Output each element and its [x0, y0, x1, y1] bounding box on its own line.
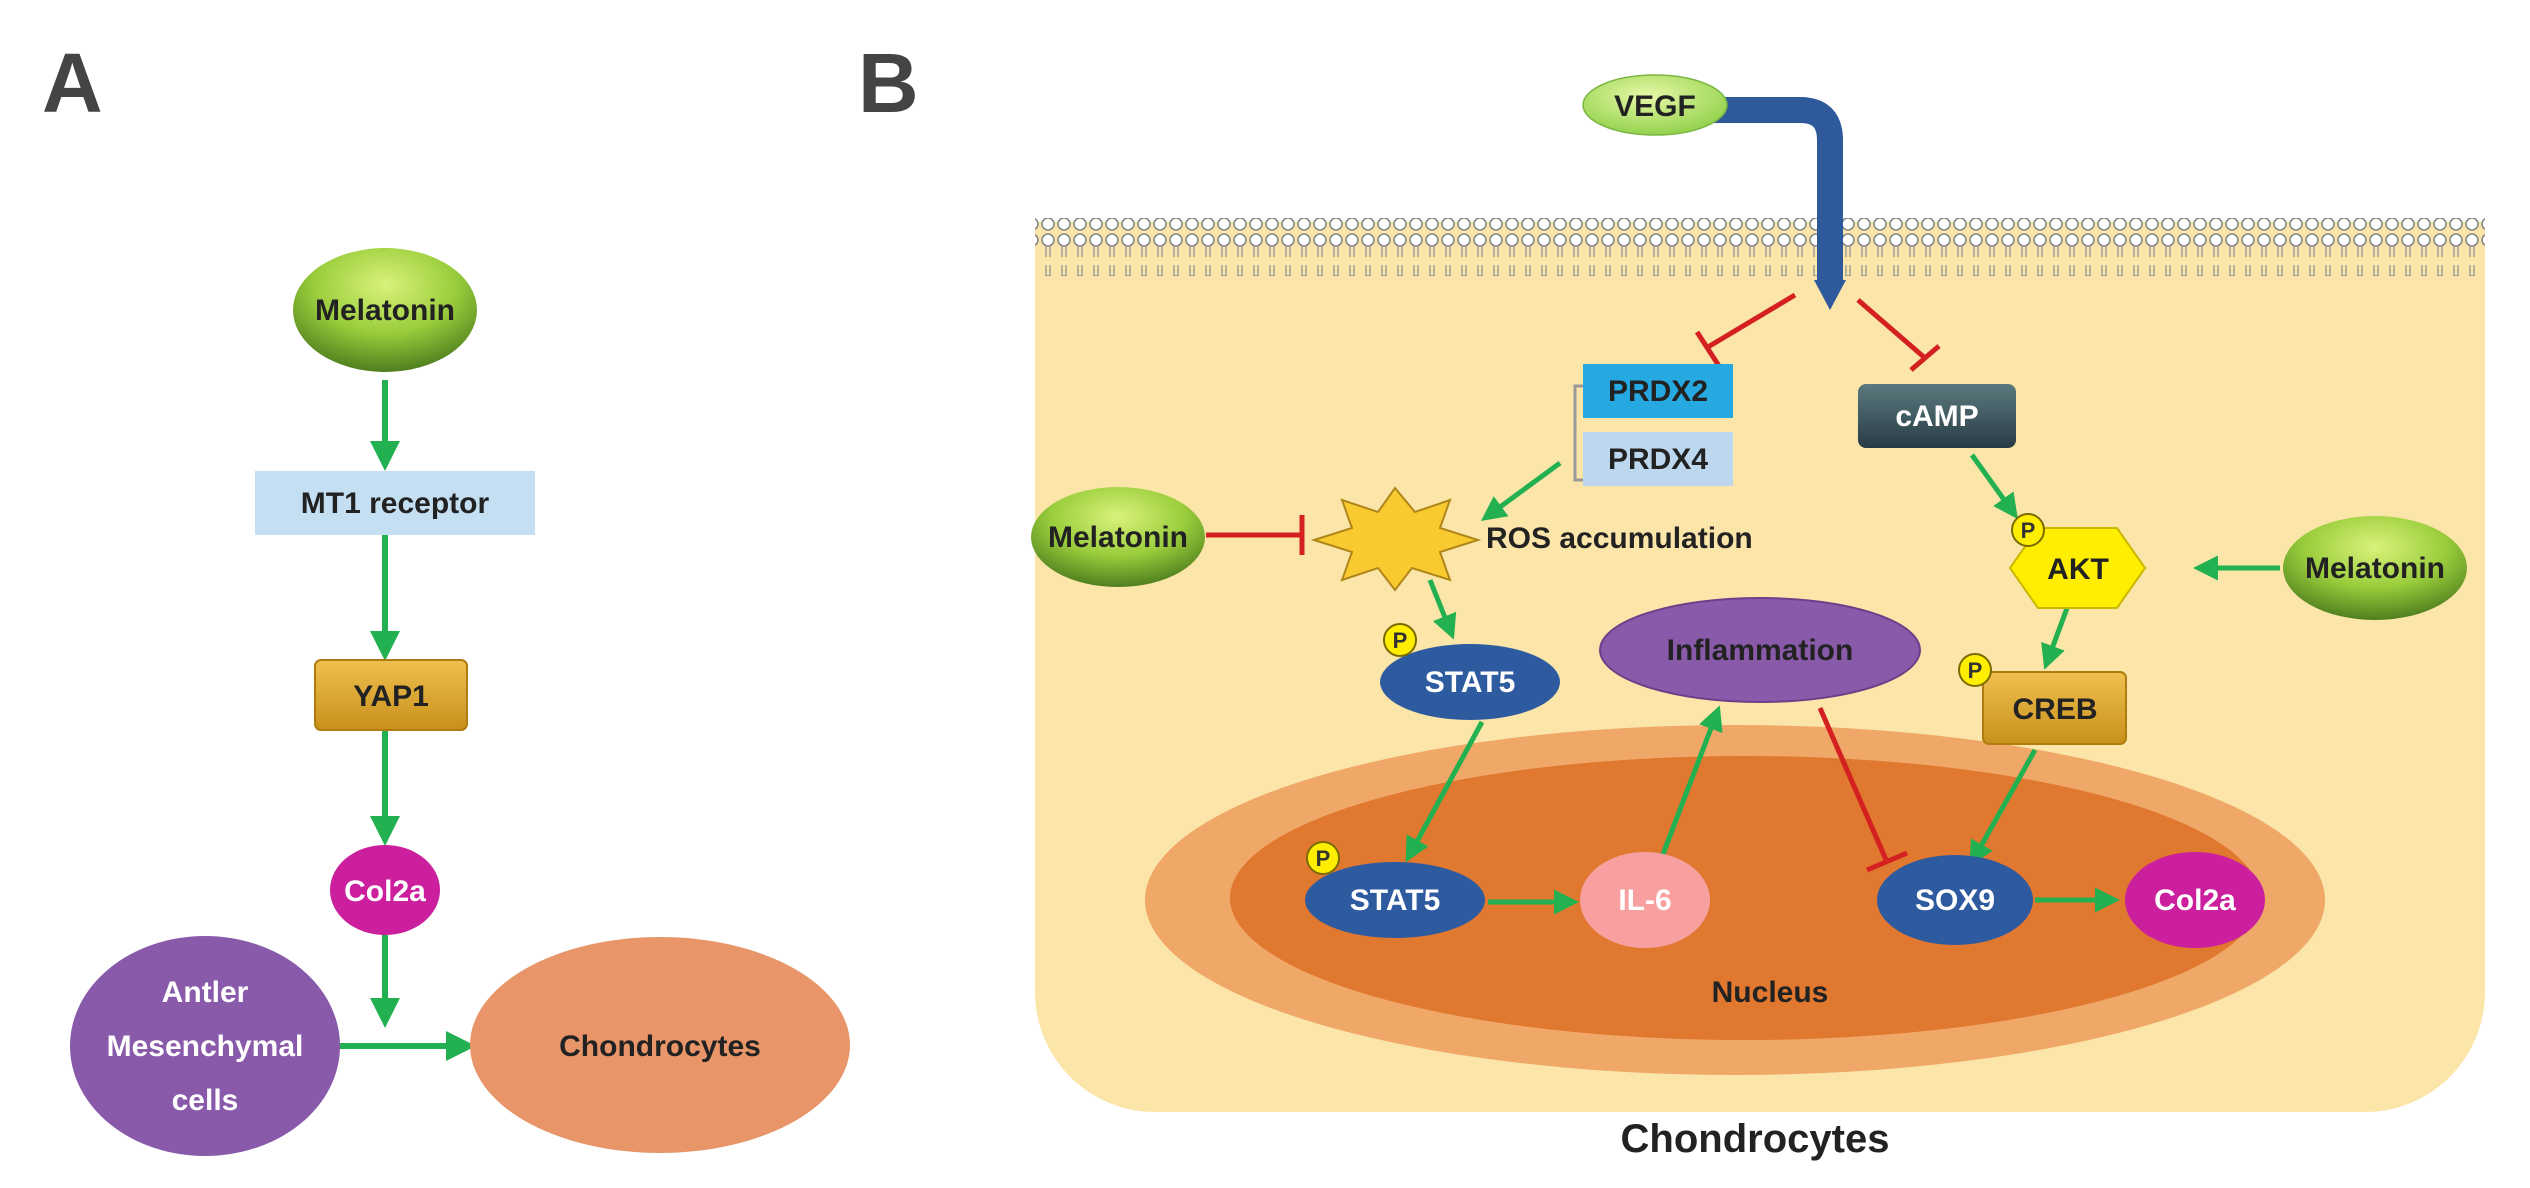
- prdx2-node: PRDX2: [1583, 364, 1733, 418]
- vegf-node: VEGF: [1582, 74, 1728, 136]
- camp-node: cAMP: [1858, 384, 2016, 448]
- akt-node: AKT: [2008, 527, 2147, 609]
- ros-burst: [1310, 486, 1482, 592]
- akt-phospho-badge: P: [2011, 513, 2045, 547]
- svg-text:Chondrocytes: Chondrocytes: [559, 1030, 761, 1063]
- svg-text:YAP1: YAP1: [353, 680, 429, 713]
- nucleus: Nucleus: [1145, 725, 2325, 1075]
- vegf-receptor-tip: [1814, 280, 1846, 310]
- mt1-receptor-node: MT1 receptor: [255, 471, 535, 535]
- il6-node: IL-6: [1580, 852, 1710, 948]
- svg-text:STAT5: STAT5: [1350, 884, 1441, 917]
- svg-text:PRDX2: PRDX2: [1608, 375, 1708, 408]
- inhibit-vegf-to-prdx: [1694, 292, 1797, 368]
- svg-text:cAMP: cAMP: [1895, 400, 1978, 433]
- svg-text:Antler: Antler: [162, 976, 249, 1009]
- arrow-camp-to-akt: [1969, 453, 2018, 520]
- cell-caption: Chondrocytes: [1621, 1117, 1890, 1161]
- inhibit-inflammation-to-sox9: [1817, 707, 1908, 873]
- stat5-nuc-phospho-badge: P: [1306, 841, 1340, 875]
- melatonin-left-node: Melatonin: [1031, 487, 1205, 587]
- svg-text:P: P: [2021, 518, 2036, 543]
- svg-text:Mesenchymal: Mesenchymal: [107, 1030, 304, 1063]
- svg-text:P: P: [1393, 628, 1408, 653]
- svg-text:SOX9: SOX9: [1915, 884, 1995, 917]
- antler-mesenchymal-cells-node: Antler Mesenchymal cells: [70, 936, 340, 1156]
- melatonin-node: Melatonin: [293, 248, 477, 372]
- ros-label: ROS accumulation: [1486, 522, 1753, 555]
- svg-text:cells: cells: [172, 1084, 239, 1117]
- svg-text:AKT: AKT: [2047, 553, 2109, 586]
- arrow-il6-to-inflammation: [1657, 705, 1723, 863]
- yap1-node: YAP1: [314, 659, 468, 731]
- cell-membrane: [1035, 218, 2485, 276]
- arrow-prdx-to-ros: [1480, 460, 1562, 521]
- svg-text:STAT5: STAT5: [1425, 666, 1516, 699]
- stat5-nuc-node: STAT5: [1305, 862, 1485, 938]
- svg-text:Col2a: Col2a: [2154, 884, 2236, 917]
- svg-text:Melatonin: Melatonin: [2305, 552, 2445, 585]
- svg-text:Col2a: Col2a: [344, 875, 426, 908]
- sox9-node: SOX9: [1877, 855, 2033, 945]
- arrow-stat5-cyto-to-nuc: [1405, 720, 1485, 863]
- svg-text:P: P: [1968, 658, 1983, 683]
- nucleus-label: Nucleus: [1712, 976, 1829, 1009]
- panel-b: B Nucleus VEGF: [858, 36, 2485, 1161]
- prdx4-node: PRDX4: [1583, 432, 1733, 486]
- arrow-creb-to-sox9: [1969, 748, 2038, 867]
- svg-text:IL-6: IL-6: [1618, 884, 1671, 917]
- svg-text:CREB: CREB: [2012, 693, 2097, 726]
- svg-text:PRDX4: PRDX4: [1608, 443, 1708, 476]
- svg-text:VEGF: VEGF: [1614, 90, 1696, 123]
- inhibit-vegf-to-camp: [1856, 298, 1941, 372]
- vegf-receptor: [1700, 97, 1843, 282]
- inflammation-node: Inflammation: [1599, 597, 1921, 703]
- melatonin-right-node: Melatonin: [2283, 516, 2467, 620]
- svg-text:Inflammation: Inflammation: [1667, 634, 1854, 667]
- stat5-cyto-phospho-badge: P: [1383, 623, 1417, 657]
- panel-a-letter: A: [42, 36, 103, 130]
- panel-b-letter: B: [858, 36, 919, 130]
- inhibit-melatonin-to-ros: [1206, 515, 1305, 555]
- arrow-akt-to-creb: [2041, 599, 2073, 670]
- col2a-b-node: Col2a: [2125, 852, 2265, 948]
- chondrocytes-node: Chondrocytes: [470, 937, 850, 1153]
- creb-node: CREB: [1982, 671, 2127, 745]
- stat5-cyto-node: STAT5: [1380, 644, 1560, 720]
- col2a-node: Col2a: [330, 845, 440, 935]
- svg-text:P: P: [1316, 846, 1331, 871]
- svg-text:Melatonin: Melatonin: [1048, 521, 1188, 554]
- svg-text:Melatonin: Melatonin: [315, 294, 455, 327]
- arrow-ros-to-stat5: [1427, 579, 1457, 640]
- creb-phospho-badge: P: [1958, 653, 1992, 687]
- panel-a: A Melatonin MT1 receptor YAP1 Col2a Antl…: [42, 36, 850, 1156]
- svg-text:MT1 receptor: MT1 receptor: [301, 487, 490, 520]
